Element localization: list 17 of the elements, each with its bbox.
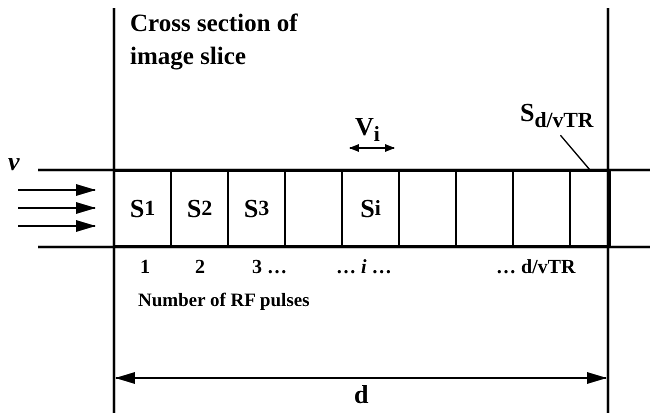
slice-label: S$_{d/vTR}$ (520, 98, 594, 134)
pulse-number: 1 (140, 256, 150, 279)
pulse-number: 2 (195, 256, 205, 279)
pulse-number: … i … (336, 256, 392, 279)
velocity-label: v (8, 147, 20, 177)
slice-segment (455, 170, 514, 247)
pulse-number: … d/vTR (496, 256, 576, 279)
axis-label: Number of RF pulses (138, 290, 310, 312)
pulse-number: 3 … (252, 256, 287, 279)
velocity-label: V$_{i}$ (355, 112, 380, 148)
slice-segment (512, 170, 571, 247)
slice-segment (284, 170, 343, 247)
leader-line (560, 134, 591, 170)
dimension-label: d (354, 380, 368, 410)
slice-segment (569, 170, 611, 247)
slice-segment (398, 170, 457, 247)
section-title: Cross section of image slice (130, 9, 299, 72)
